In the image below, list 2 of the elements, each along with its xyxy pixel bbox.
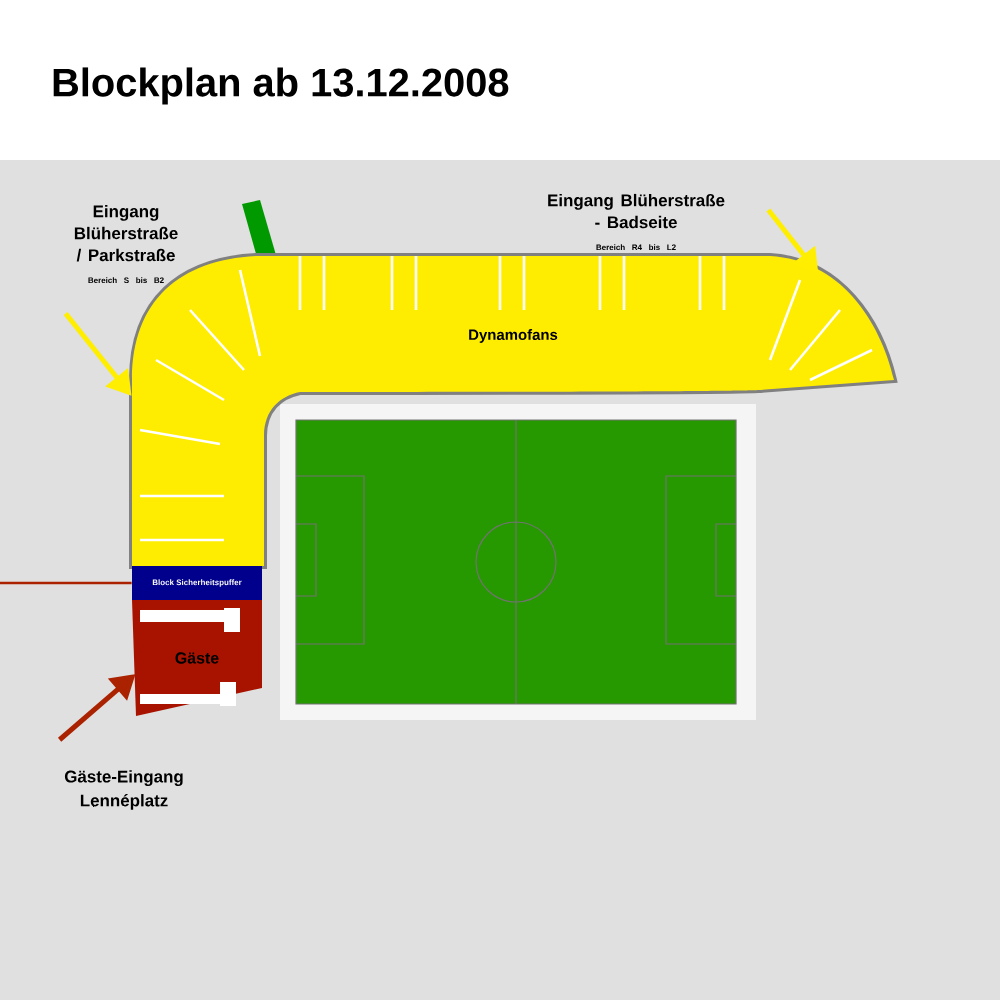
title: Blockplan ab 13.12.2008 xyxy=(53,67,509,105)
entrance-label: Gäste-Eingang Lennéplatz xyxy=(64,770,183,810)
